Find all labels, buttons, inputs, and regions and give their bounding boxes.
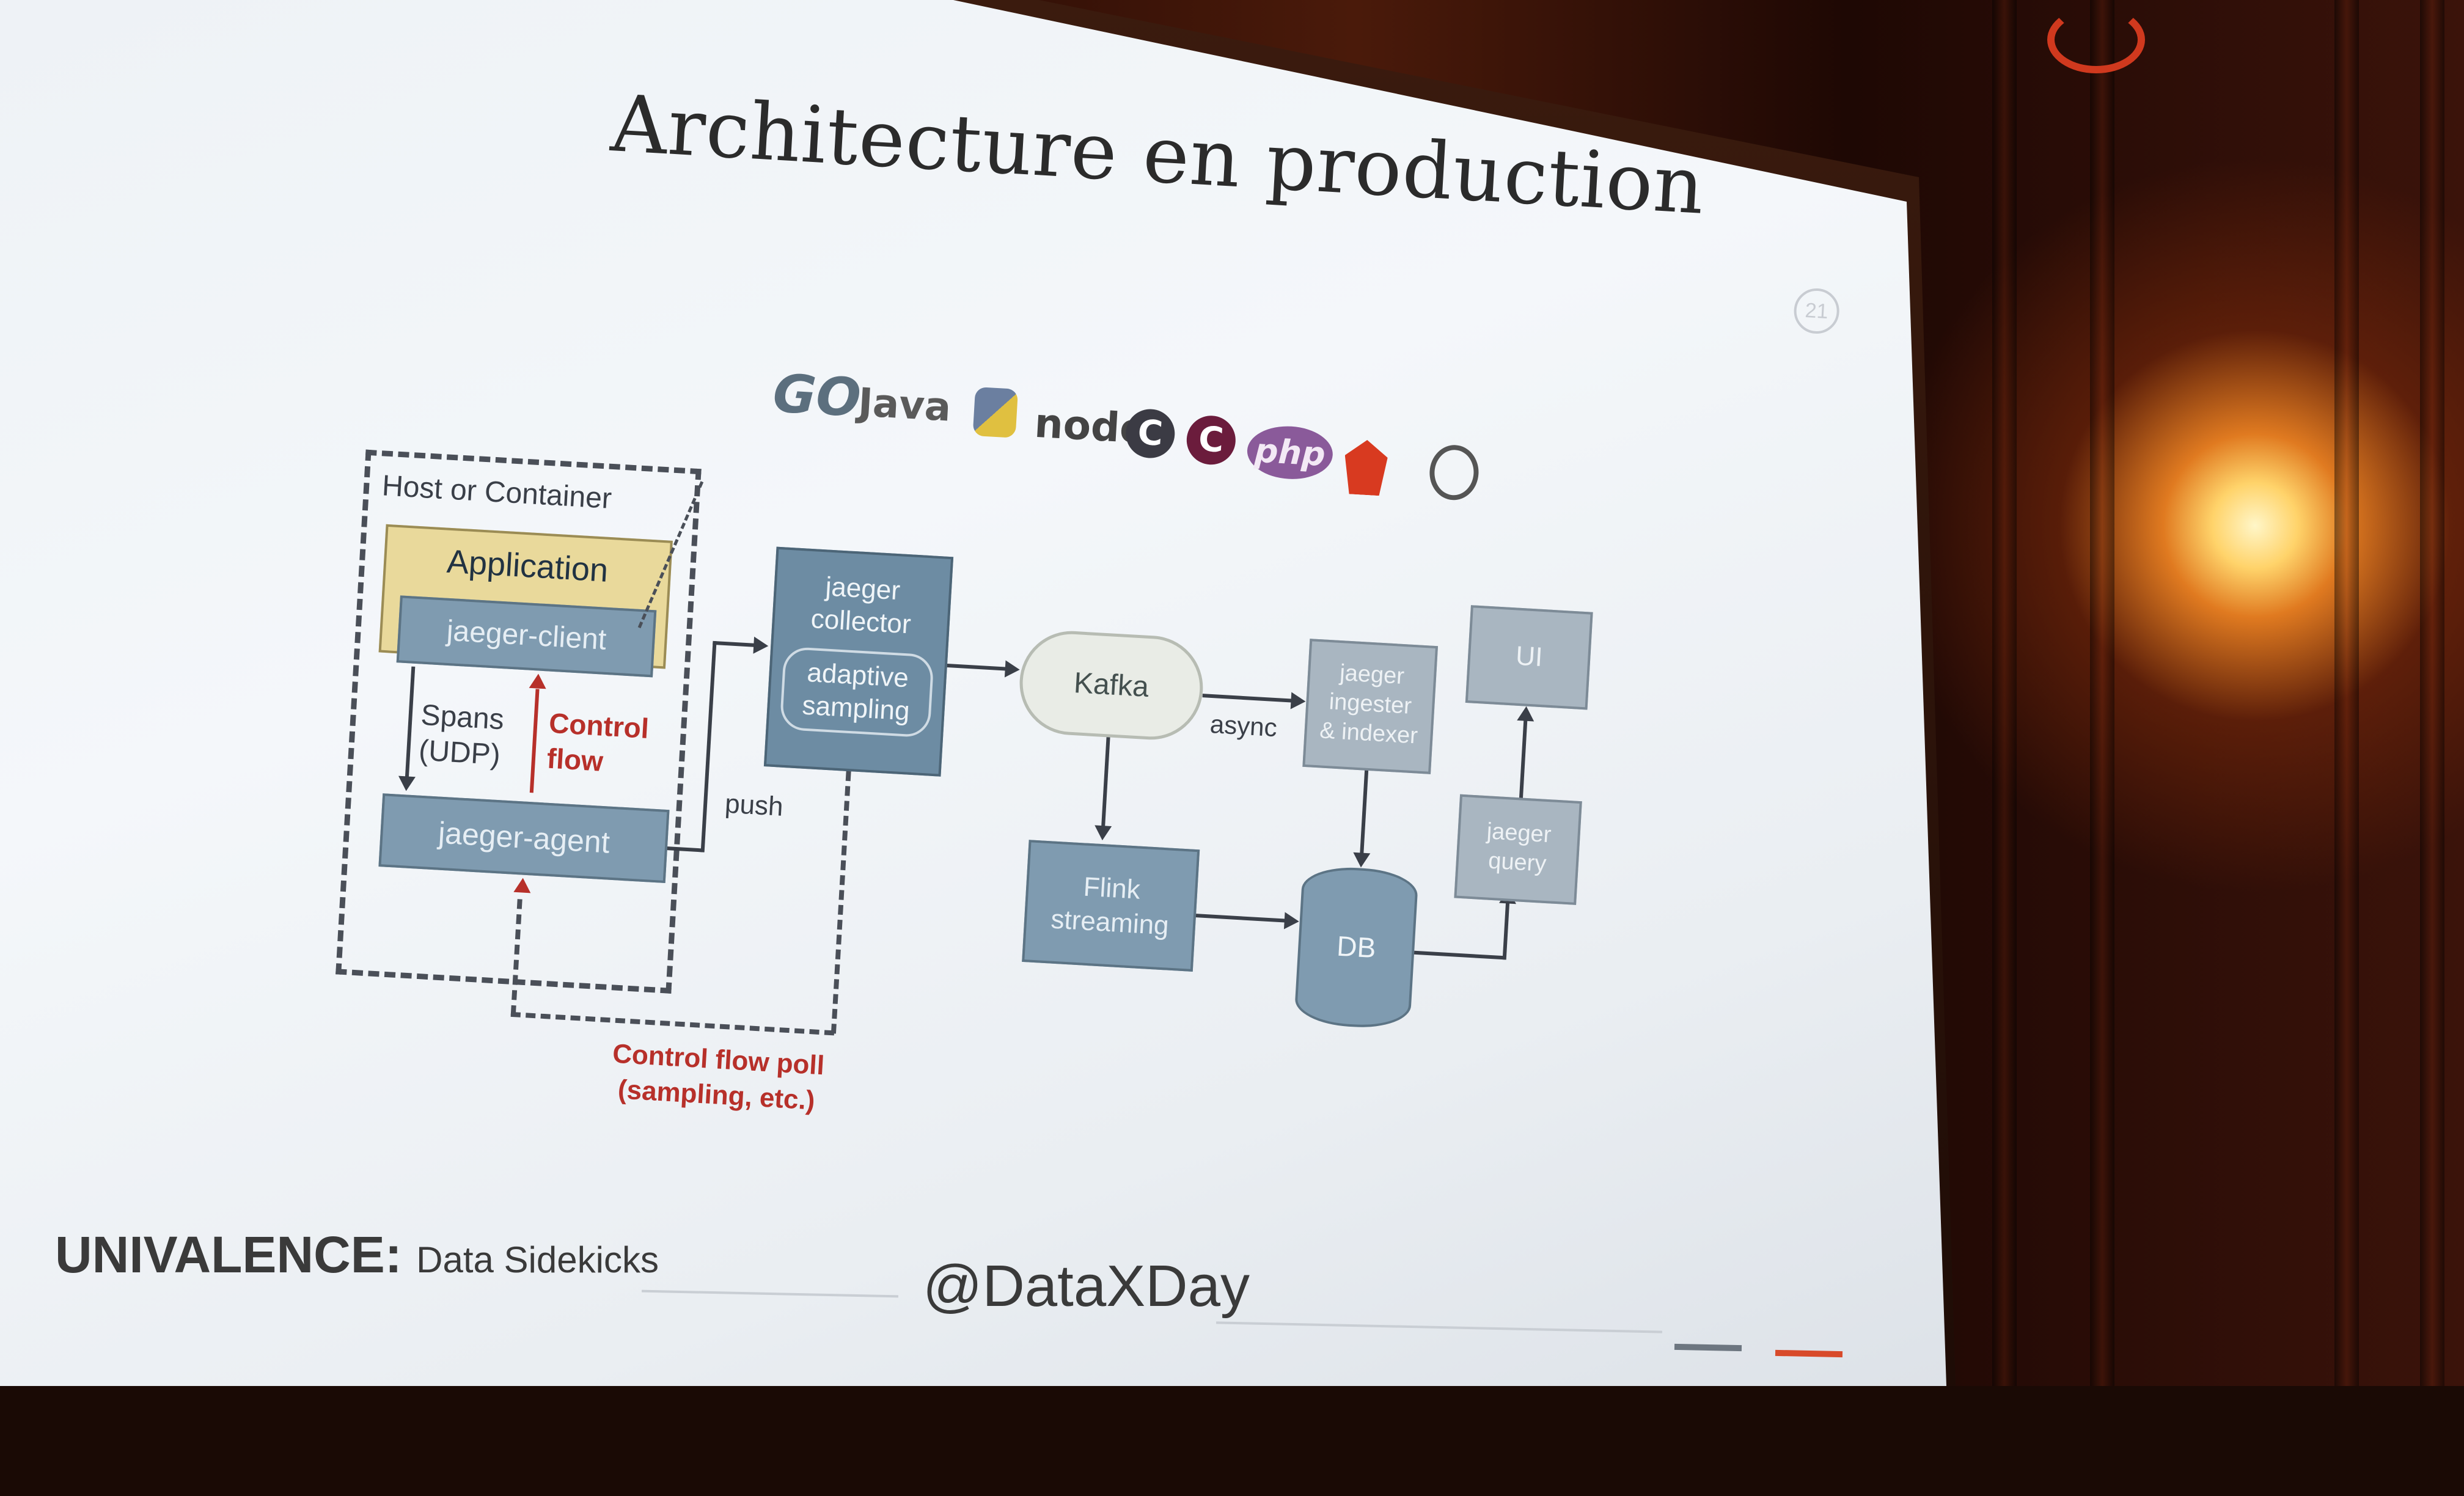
ingester-db-line	[1360, 770, 1369, 856]
flink-db-line	[1195, 914, 1288, 923]
ui-label: UI	[1514, 640, 1544, 673]
jaeger-collector-box: jaeger collector adaptive sampling	[763, 546, 954, 777]
curtain-fold	[1992, 0, 2017, 1386]
kafka-ingester-line	[1202, 694, 1294, 703]
slide: Architecture en production 21 GO Java no…	[0, 0, 1946, 1386]
cpp-logo-icon: C	[1185, 414, 1238, 466]
python-logo-icon	[972, 386, 1019, 438]
kafka-cylinder: Kafka	[1016, 628, 1206, 743]
push-line-vertical	[700, 640, 717, 853]
java-logo-icon: Java	[857, 380, 953, 431]
jaeger-query-box: jaeger query	[1454, 794, 1582, 905]
collector-kafka-line	[947, 664, 1008, 671]
db-query-line	[1414, 950, 1506, 960]
slide-title: Architecture en production	[608, 78, 1707, 232]
kafka-flink-arrow-head	[1093, 825, 1112, 841]
ui-box: UI	[1465, 605, 1593, 710]
ingester-label-line3: & indexer	[1319, 717, 1418, 749]
slide-number: 21	[1792, 287, 1841, 336]
kafka-ingester-arrow-head	[1290, 692, 1307, 710]
jaeger-agent-label: jaeger-agent	[437, 815, 611, 860]
spans-protocol: (UDP)	[417, 734, 502, 772]
jaeger-ingester-box: jaeger ingester & indexer	[1302, 639, 1439, 774]
kafka-label: Kafka	[1072, 667, 1150, 704]
footer-brand: UNIVALENCE: Data Sidekicks	[55, 1225, 659, 1285]
curtain-fold	[2334, 0, 2359, 1386]
ruby-logo-icon	[1343, 439, 1388, 496]
control-poll-arrow-head	[513, 877, 532, 893]
control-flow-arrow-head	[529, 673, 547, 689]
control-flow-label: Control flow	[546, 705, 650, 782]
push-line-top	[713, 640, 756, 647]
flink-streaming-box: Flink streaming	[1022, 840, 1200, 972]
stage-light-fixture-icon	[2047, 6, 2145, 73]
php-logo-icon: php	[1245, 424, 1335, 482]
footer-handle: @DataXDay	[923, 1253, 1250, 1319]
db-label: DB	[1336, 930, 1377, 964]
spans-text: Spans	[420, 698, 505, 736]
query-ui-arrow-head	[1517, 705, 1535, 722]
curtain-fold	[2420, 0, 2444, 1386]
opentracing-logo-icon	[1428, 444, 1480, 502]
spans-label: Spans (UDP)	[418, 698, 505, 774]
async-label: async	[1209, 709, 1278, 743]
db-cylinder: DB	[1294, 865, 1419, 1030]
footer-brand-name: UNIVALENCE:	[55, 1226, 402, 1283]
footer-tagline: Data Sidekicks	[416, 1239, 659, 1280]
query-label-line2: query	[1487, 848, 1547, 877]
jaeger-client-label: jaeger-client	[446, 614, 607, 656]
ingester-db-arrow-head	[1352, 852, 1371, 868]
control-poll-dashed-horizontal	[510, 1011, 835, 1036]
flink-db-arrow-head	[1283, 912, 1300, 930]
curtain-fold	[2090, 0, 2114, 1386]
spans-arrow-head	[397, 776, 416, 792]
adaptive-sampling-box: adaptive sampling	[779, 646, 934, 738]
control-flow-poll-label: Control flow poll (sampling, etc.)	[609, 1036, 825, 1120]
kafka-flink-line	[1101, 737, 1110, 829]
application-label: Application	[446, 543, 609, 589]
query-ui-line	[1519, 718, 1528, 798]
go-logo-icon: GO	[771, 362, 863, 430]
push-arrow-head	[753, 636, 769, 655]
control-poll-dashed-vertical	[831, 771, 851, 1034]
projector-screen: Architecture en production 21 GO Java no…	[0, 0, 1956, 1386]
push-label: push	[724, 788, 784, 822]
collector-kafka-arrow-head	[1004, 660, 1021, 678]
control-text: Control	[548, 706, 650, 745]
flow-text: flow	[546, 742, 604, 777]
db-query-line-vertical	[1502, 901, 1510, 960]
